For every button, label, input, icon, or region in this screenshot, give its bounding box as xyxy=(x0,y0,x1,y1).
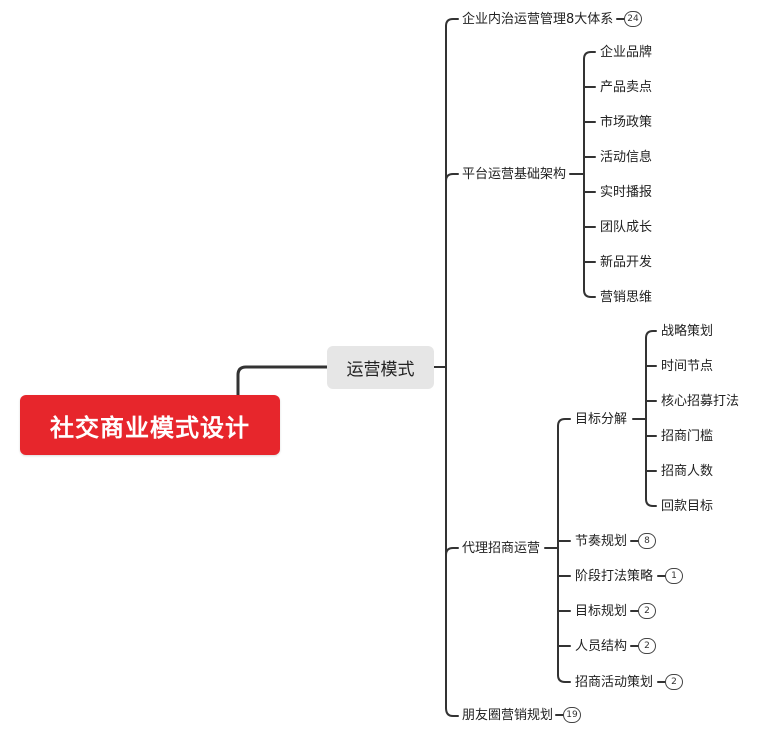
agent-staff-node[interactable]: 人员结构 xyxy=(575,639,628,654)
branch-internal[interactable]: 企业内治运营管理8大体系 xyxy=(462,12,614,27)
platform-child[interactable]: 市场政策 xyxy=(600,115,653,130)
platform-child[interactable]: 实时播报 xyxy=(600,185,653,200)
platform-child[interactable]: 产品卖点 xyxy=(600,80,653,95)
platform-child[interactable]: 企业品牌 xyxy=(600,45,653,60)
platform-child[interactable]: 新品开发 xyxy=(600,255,653,270)
agent-staff-count-badge[interactable]: 2 xyxy=(638,638,656,654)
branch-internal-count-badge[interactable]: 24 xyxy=(624,11,642,27)
platform-child[interactable]: 团队成长 xyxy=(600,220,653,235)
agent-rhythm-count-badge[interactable]: 8 xyxy=(638,533,656,549)
branch-moments-count-badge[interactable]: 19 xyxy=(563,707,581,723)
agent-target-count-badge[interactable]: 2 xyxy=(638,603,656,619)
goal-child[interactable]: 招商门槛 xyxy=(661,429,714,444)
agent-target-node[interactable]: 目标规划 xyxy=(575,604,628,619)
root-node[interactable]: 社交商业模式设计 xyxy=(20,395,280,455)
platform-child[interactable]: 活动信息 xyxy=(600,150,653,165)
goal-child[interactable]: 战略策划 xyxy=(661,324,714,339)
goal-child[interactable]: 招商人数 xyxy=(661,464,714,479)
goal-child[interactable]: 时间节点 xyxy=(661,359,714,374)
agent-goal-node[interactable]: 目标分解 xyxy=(575,412,628,427)
goal-child[interactable]: 回款目标 xyxy=(661,499,714,514)
agent-activity-count-badge[interactable]: 2 xyxy=(665,674,683,690)
branch-agent[interactable]: 代理招商运营 xyxy=(462,541,541,556)
branch-platform[interactable]: 平台运营基础架构 xyxy=(462,167,567,182)
platform-child[interactable]: 营销思维 xyxy=(600,290,653,305)
agent-stage-count-badge[interactable]: 1 xyxy=(665,568,683,584)
agent-stage-node[interactable]: 阶段打法策略 xyxy=(575,569,654,584)
hub-node[interactable]: 运营模式 xyxy=(327,346,434,389)
branch-moments[interactable]: 朋友圈营销规划 xyxy=(462,708,554,723)
goal-child[interactable]: 核心招募打法 xyxy=(661,394,740,409)
agent-activity-node[interactable]: 招商活动策划 xyxy=(575,675,654,690)
agent-rhythm-node[interactable]: 节奏规划 xyxy=(575,534,628,549)
